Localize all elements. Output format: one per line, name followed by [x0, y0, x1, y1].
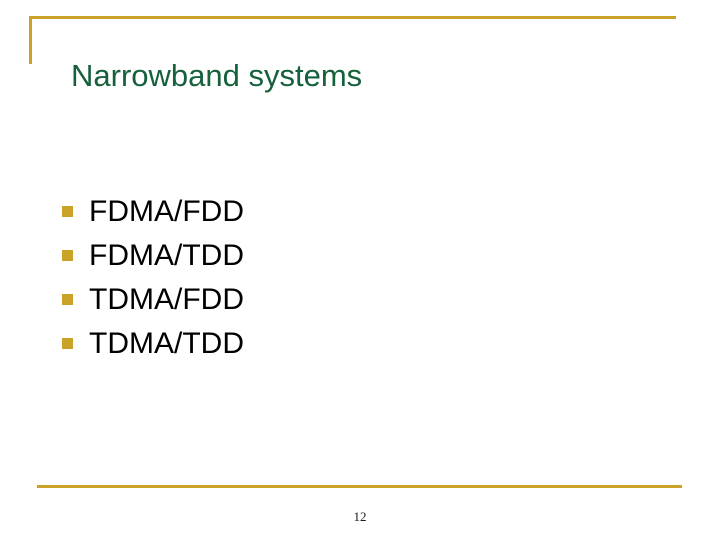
footer-horizontal-rule — [37, 485, 682, 488]
left-vertical-rule — [29, 16, 32, 64]
slide-title: Narrowband systems — [71, 58, 363, 93]
square-bullet-icon — [62, 338, 73, 349]
square-bullet-icon — [62, 294, 73, 305]
list-item-label: FDMA/FDD — [89, 195, 244, 228]
top-horizontal-rule — [29, 16, 676, 19]
list-item: FDMA/TDD — [60, 234, 660, 278]
page-number: 12 — [353, 509, 367, 524]
body-bullet-list: FDMA/FDD FDMA/TDD TDMA/FDD TDMA/TDD — [60, 190, 660, 366]
square-bullet-icon — [62, 250, 73, 261]
list-item: TDMA/TDD — [60, 322, 660, 366]
list-item-label: TDMA/FDD — [89, 283, 244, 316]
square-bullet-icon — [62, 206, 73, 217]
list-item: FDMA/FDD — [60, 190, 660, 234]
list-item: TDMA/FDD — [60, 278, 660, 322]
list-item-label: FDMA/TDD — [89, 239, 244, 272]
list-item-label: TDMA/TDD — [89, 327, 244, 360]
